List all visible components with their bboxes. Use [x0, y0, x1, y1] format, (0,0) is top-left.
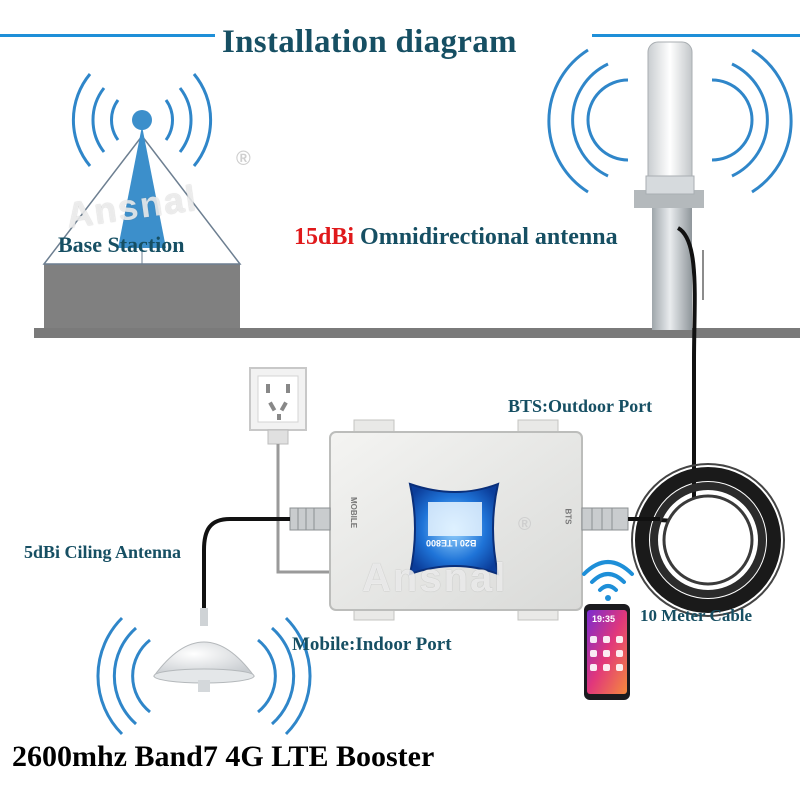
diagram-title: Installation diagram	[222, 24, 517, 60]
title-line-right	[592, 34, 800, 37]
antenna-label: 15dBi Omnidirectional antenna	[294, 224, 618, 251]
booster-device	[329, 419, 583, 621]
tower-top-icon	[132, 110, 152, 130]
power-cord	[276, 444, 332, 574]
tower-signal-arcs	[71, 73, 213, 167]
outdoor-antenna	[547, 41, 793, 330]
outdoor-port-label: BTS:Outdoor Port	[508, 396, 653, 416]
title-line-left	[0, 34, 215, 37]
wall-power-socket	[249, 367, 307, 445]
ceiling-signal-arcs	[96, 616, 312, 736]
roof-ground-bar	[34, 328, 800, 338]
base-station-label: Base Staction	[58, 232, 185, 257]
antenna-gain-label: 15dBi	[294, 224, 355, 250]
base-station-building	[44, 264, 240, 336]
watermark-device: Ansnal	[362, 556, 508, 600]
indoor-cable	[202, 517, 290, 612]
product-title: 2600mhz Band7 4G LTE Booster	[12, 740, 435, 773]
registered-mark-top: ®	[236, 148, 251, 170]
registered-mark-device: ®	[518, 514, 532, 534]
booster-right-port-text: BTS	[563, 508, 573, 525]
title-bar: Installation diagram	[0, 14, 800, 60]
wifi-icon	[582, 560, 634, 601]
ceiling-antenna	[96, 608, 312, 736]
base-station	[42, 73, 242, 336]
cable-length-label: 10 Meter Cable	[640, 606, 753, 625]
indoor-port-label: Mobile:Indoor Port	[292, 634, 452, 655]
antenna-type-label: Omnidirectional antenna	[360, 224, 618, 250]
booster-screen-text: B20 LTE800	[426, 538, 477, 548]
antenna-pole	[652, 200, 692, 330]
left-connector	[289, 507, 331, 531]
right-connector	[581, 507, 629, 531]
antenna-radome	[647, 41, 693, 193]
tower-icon	[118, 126, 166, 248]
antenna-base	[645, 175, 695, 195]
smartphone	[584, 604, 630, 700]
booster-left-port-text: MOBILE	[349, 496, 359, 529]
antenna-signal-arcs	[547, 48, 793, 194]
cable-coil	[631, 463, 785, 617]
phone-time: 19:35	[592, 614, 616, 624]
ceiling-antenna-label: 5dBi Ciling Antenna	[24, 542, 182, 562]
